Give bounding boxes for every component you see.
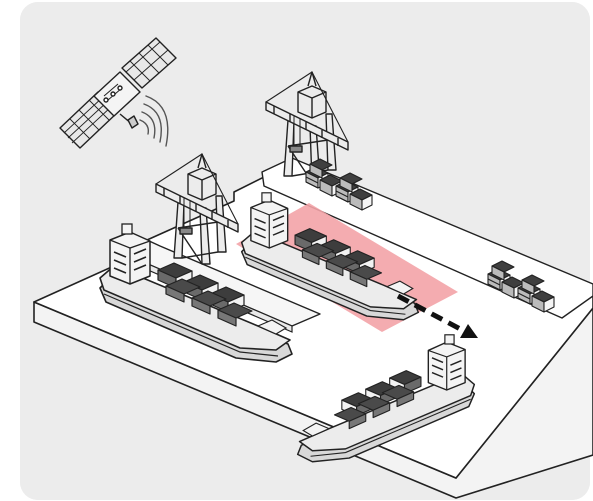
dashed-arrow-icon [396,293,478,338]
satellite-icon [59,37,177,149]
signal-waves-icon [139,95,169,147]
